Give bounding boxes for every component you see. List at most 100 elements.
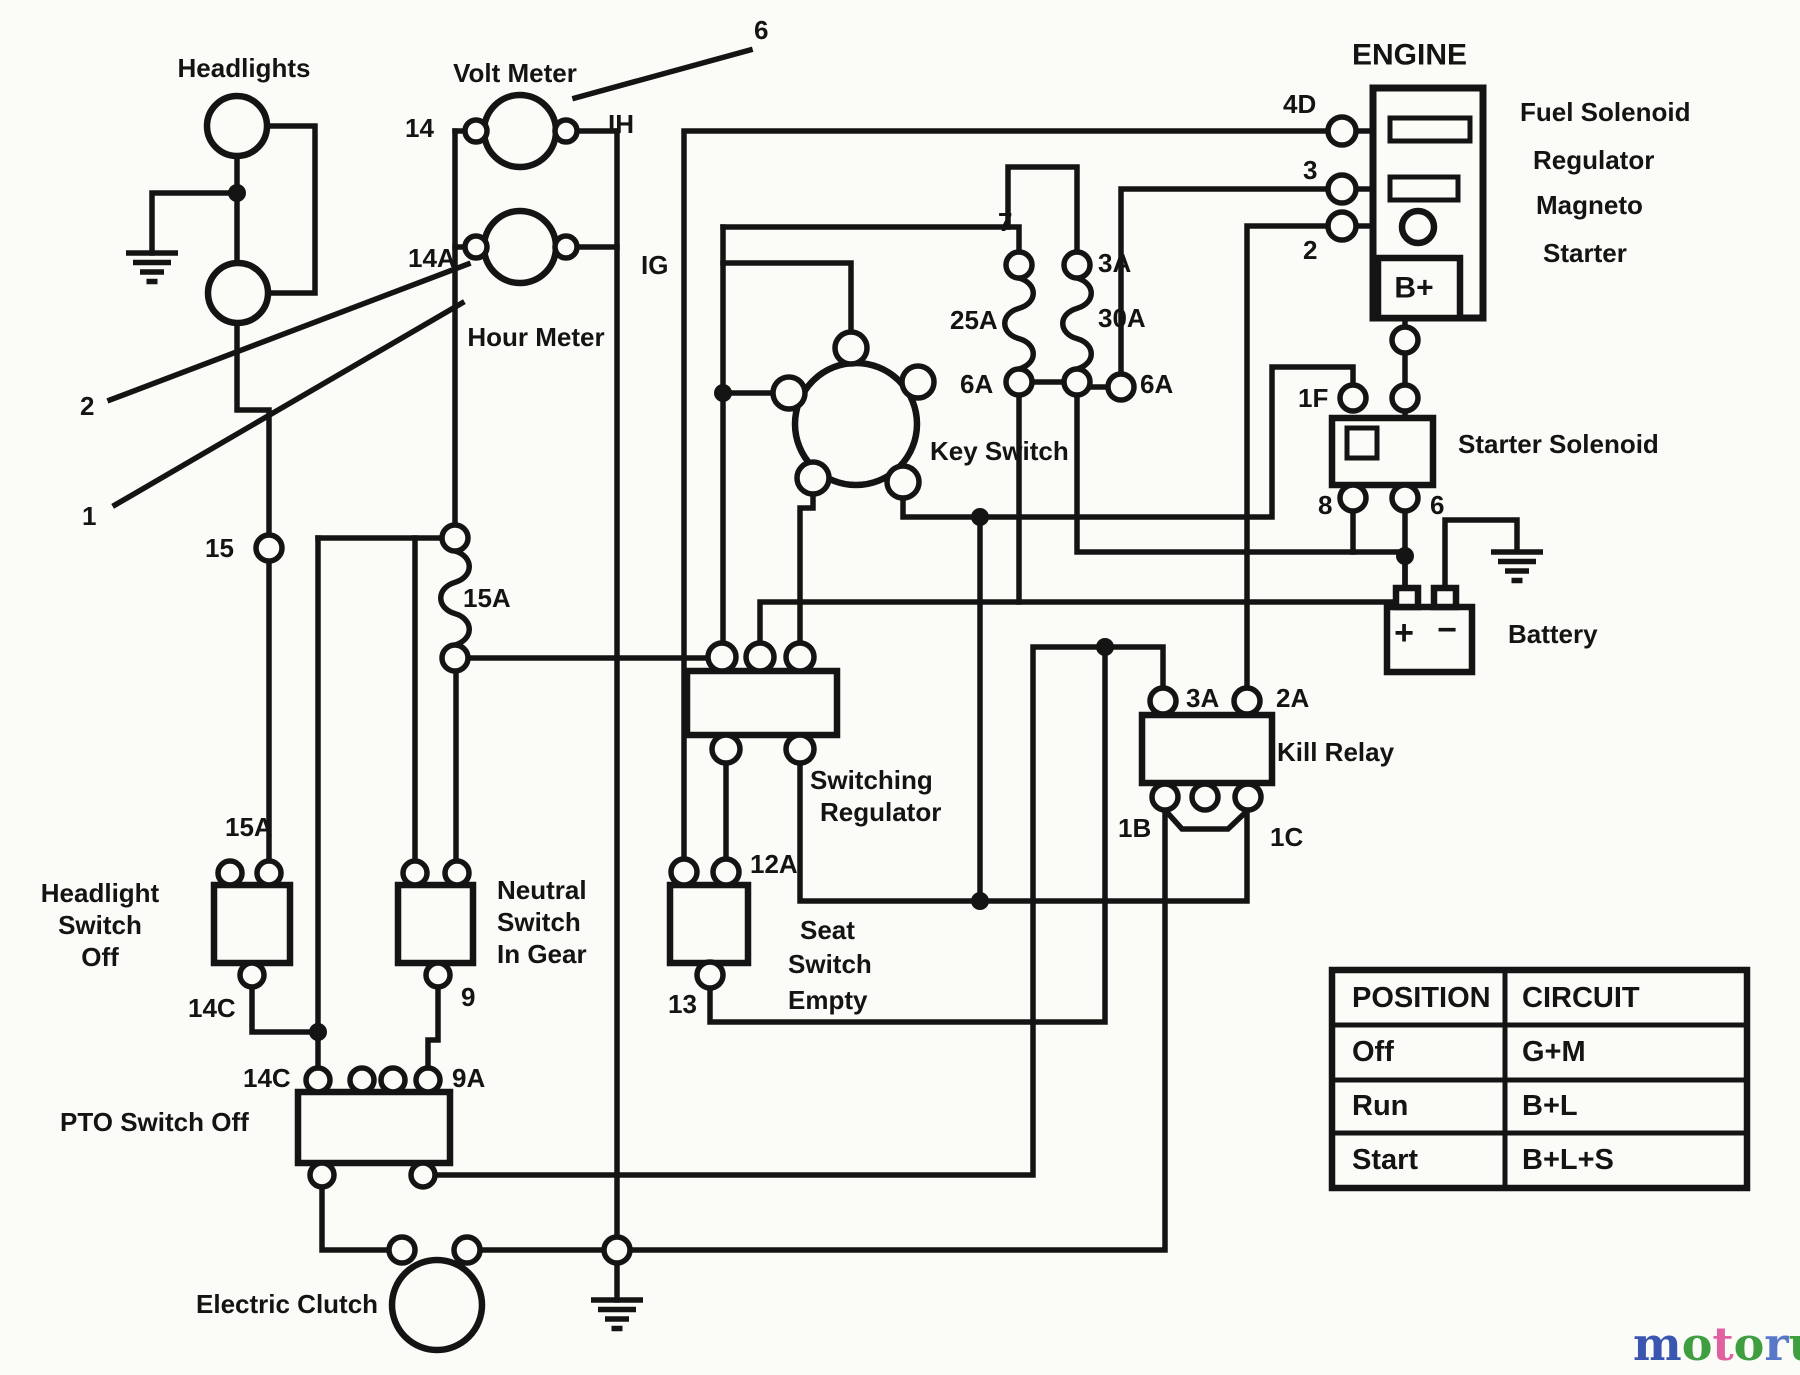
key-terminal-lower-left	[794, 459, 832, 497]
callout-6: 6	[754, 15, 768, 45]
watermark-letter-4: r	[1764, 1317, 1789, 1371]
kill-terminal-1b	[1149, 781, 1181, 813]
pto-terminal-3	[378, 1065, 408, 1095]
wire-7-horizontal	[720, 224, 1022, 255]
wire-14A: 14A	[408, 243, 456, 273]
fuse-6A-right-down	[1074, 397, 1408, 555]
regulator-terminal-top3	[783, 640, 817, 674]
engine-terminal-4d	[1325, 114, 1359, 148]
kill-relay-label: Kill Relay	[1277, 737, 1395, 767]
key-terminal-upper-left	[770, 374, 808, 412]
fuse-30A	[1060, 275, 1094, 372]
table-header-circuit: CIRCUIT	[1522, 982, 1640, 1014]
solenoid-terminal-1f	[1337, 382, 1369, 414]
volt-meter-label: Volt Meter	[453, 58, 577, 88]
neutral-switch-label-2: Switch	[497, 907, 581, 937]
headlight-switch-label-2: Switch	[58, 910, 142, 940]
fuel-solenoid-bar	[1387, 115, 1473, 144]
headlight-switch-terminal-bottom	[237, 960, 267, 990]
watermark-letter-3: o	[1734, 1317, 1765, 1371]
pto-terminal-bottom-right	[408, 1160, 438, 1190]
switching-regulator-label-2: Regulator	[820, 797, 941, 827]
pto-switch-label: PTO Switch Off	[60, 1107, 249, 1137]
wire-1C: 1C	[1270, 822, 1303, 852]
key-ll-regulator	[797, 491, 816, 646]
battery-ground-wire	[1442, 517, 1520, 591]
starter-solenoid-label: Starter Solenoid	[1458, 429, 1659, 459]
key-terminal-upper-right	[899, 363, 937, 401]
table-cell-0-0: Off	[1352, 1036, 1394, 1068]
hour-meter-label: Hour Meter	[467, 322, 604, 352]
headlights-label: Headlights	[178, 53, 311, 83]
volt-meter-terminal-ih	[552, 117, 580, 145]
headlight-ground-stub	[149, 190, 240, 256]
b-plus-label: B+	[1394, 272, 1433, 305]
kill-2A-engine	[1244, 223, 1332, 691]
kill-3A-pto-link	[432, 644, 1166, 1178]
seat-switch-label-3: Empty	[788, 985, 868, 1015]
battery-plus: +	[1394, 614, 1414, 652]
seat-switch-terminal-right	[710, 856, 742, 888]
junction-battery	[1396, 547, 1414, 565]
electric-clutch-body	[388, 1256, 486, 1354]
switching-regulator-box	[683, 667, 841, 739]
leader-6	[571, 46, 754, 102]
battery-label: Battery	[1508, 619, 1598, 649]
wire-4D: 4D	[1283, 89, 1316, 119]
fuse-15A-bottom-terminal	[439, 642, 471, 674]
engine-terminal-3	[1325, 172, 1359, 206]
battery-tab-right	[1430, 584, 1460, 611]
kill-bracket	[1161, 806, 1252, 832]
seat-switch-box	[666, 881, 752, 967]
clutch-terminal-right	[451, 1234, 483, 1266]
table-cell-0-1: G+M	[1522, 1036, 1586, 1068]
junction-key-feed	[714, 384, 732, 402]
fuse-15A	[438, 548, 472, 648]
wire-4D-long	[681, 128, 1331, 862]
regulator-terminal-bottom2	[783, 732, 817, 766]
pto-switch-box	[294, 1088, 454, 1167]
table-cell-2-0: Start	[1352, 1144, 1418, 1176]
key-switch-label: Key Switch	[930, 436, 1069, 466]
fuse-15A-label: 15A	[463, 583, 511, 613]
fuse-25A-label: 25A	[950, 305, 998, 335]
volt-meter-body	[480, 91, 560, 171]
headlight-switch-label-3: Off	[81, 942, 119, 972]
table-header-position: POSITION	[1352, 982, 1491, 1014]
switching-regulator-label-1: Switching	[810, 765, 933, 795]
callout-2: 2	[80, 391, 94, 421]
watermark-motoruf: motoruf.de	[1633, 1317, 1800, 1371]
wire-1F: 1F	[1298, 383, 1328, 413]
wire-6A-left: 6A	[960, 369, 993, 399]
seat-switch-label-2: Switch	[788, 949, 872, 979]
kill-terminal-1c	[1232, 781, 1264, 813]
magneto-label: Magneto	[1536, 190, 1643, 220]
headlight-switch-box	[210, 881, 294, 967]
hour-meter-terminal-ig	[552, 233, 580, 261]
watermark-letter-0: m	[1633, 1317, 1682, 1371]
watermark-letter-2: t	[1712, 1317, 1734, 1371]
wire-14: 14	[405, 113, 434, 143]
fuel-solenoid-label: Fuel Solenoid	[1520, 97, 1690, 127]
neutral-switch-label-3: In Gear	[497, 939, 587, 969]
terminal-15	[253, 532, 285, 564]
wire-3A-kill: 3A	[1186, 683, 1219, 713]
seat-switch-label-1: Seat	[800, 915, 855, 945]
junction-1c-line	[971, 892, 989, 910]
wire-12A: 12A	[750, 849, 798, 879]
neutral-switch-terminal-left	[400, 858, 430, 888]
table-cell-1-0: Run	[1352, 1090, 1408, 1122]
headlight-bracket	[264, 123, 318, 296]
key-lr-1F	[900, 364, 1356, 520]
wire-6A-right: 6A	[1140, 369, 1173, 399]
table-cell-1-1: B+L	[1522, 1090, 1578, 1122]
headlight-lamp-bottom	[204, 259, 272, 327]
watermark-letter-5: u	[1789, 1317, 1800, 1371]
neutral-switch-terminal-right	[442, 858, 472, 888]
wire-9A: 9A	[452, 1063, 485, 1093]
neutral-switch-box	[394, 881, 477, 967]
wire-13: 13	[668, 989, 697, 1019]
b-plus-box	[1374, 254, 1464, 322]
wire-13-link	[707, 644, 1108, 1025]
